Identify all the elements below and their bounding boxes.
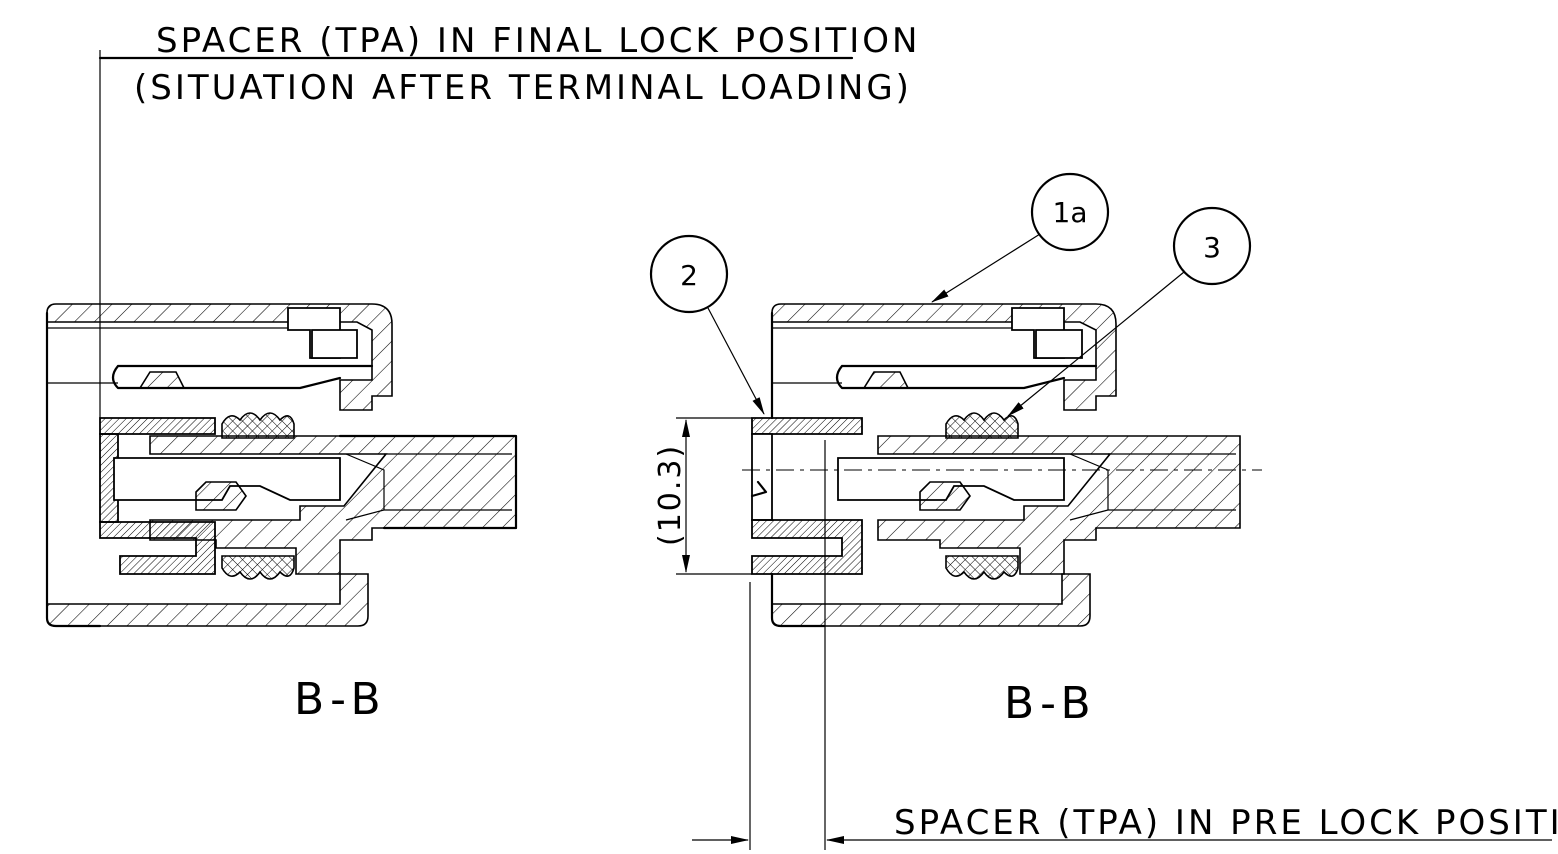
left-section-view (45, 303, 518, 628)
housing-left-wall (45, 311, 102, 628)
bottom-note-text: SPACER (TPA) IN PRE LOCK POSITION (894, 803, 1558, 843)
terminal-body (149, 435, 517, 575)
top-note-line2: (SITUATION AFTER TERMINAL LOADING) (134, 68, 912, 108)
balloon-3-leader (1007, 271, 1185, 417)
spacer-bottom (751, 519, 863, 575)
dimension-10-3: (10.3) (653, 417, 752, 575)
contact-spring (113, 457, 341, 501)
latch-arm (111, 364, 374, 390)
seal-top (221, 412, 295, 439)
balloon-circle (1030, 172, 1110, 252)
balloon-2-leader (707, 307, 765, 415)
balloon-circle (1172, 206, 1252, 286)
seal-bottom (945, 555, 1019, 580)
balloon-3-label: 3 (1203, 231, 1221, 264)
latch-arm (835, 364, 1098, 390)
right-section-label: B-B (1004, 678, 1097, 729)
housing-bottom-wall (771, 573, 1091, 627)
balloon-3: 3 (1007, 206, 1252, 417)
balloon-2-label: 2 (680, 259, 698, 292)
spacer-top (99, 417, 216, 435)
housing-top-wall (771, 303, 1117, 411)
top-note-line1: SPACER (TPA) IN FINAL LOCK POSITION (156, 21, 920, 61)
balloon-circle (649, 234, 729, 314)
terminal-tube (1069, 453, 1236, 521)
bottom-note: SPACER (TPA) IN PRE LOCK POSITION (692, 440, 1558, 850)
top-note: SPACER (TPA) IN FINAL LOCK POSITION (SIT… (98, 21, 920, 420)
contact-spring (837, 457, 1065, 501)
balloon-1a-label: 1a (1053, 196, 1088, 229)
housing-bottom-wall (46, 573, 369, 627)
latch-hook (862, 371, 910, 389)
seal-bottom (221, 555, 295, 580)
spacer-top (751, 417, 863, 435)
dimension-label: (10.3) (653, 444, 688, 546)
seal-top (945, 412, 1019, 439)
terminal-body (877, 435, 1241, 575)
spacer-vertical (751, 433, 773, 521)
latch-hook (138, 371, 186, 389)
balloon-1a: 1a (931, 172, 1110, 303)
left-section-label: B-B (294, 674, 387, 725)
balloon-2: 2 (649, 234, 765, 415)
right-section-view (742, 303, 1262, 628)
balloon-1a-leader (931, 233, 1041, 303)
housing-top-wall (46, 303, 393, 411)
terminal-tube (345, 453, 512, 521)
